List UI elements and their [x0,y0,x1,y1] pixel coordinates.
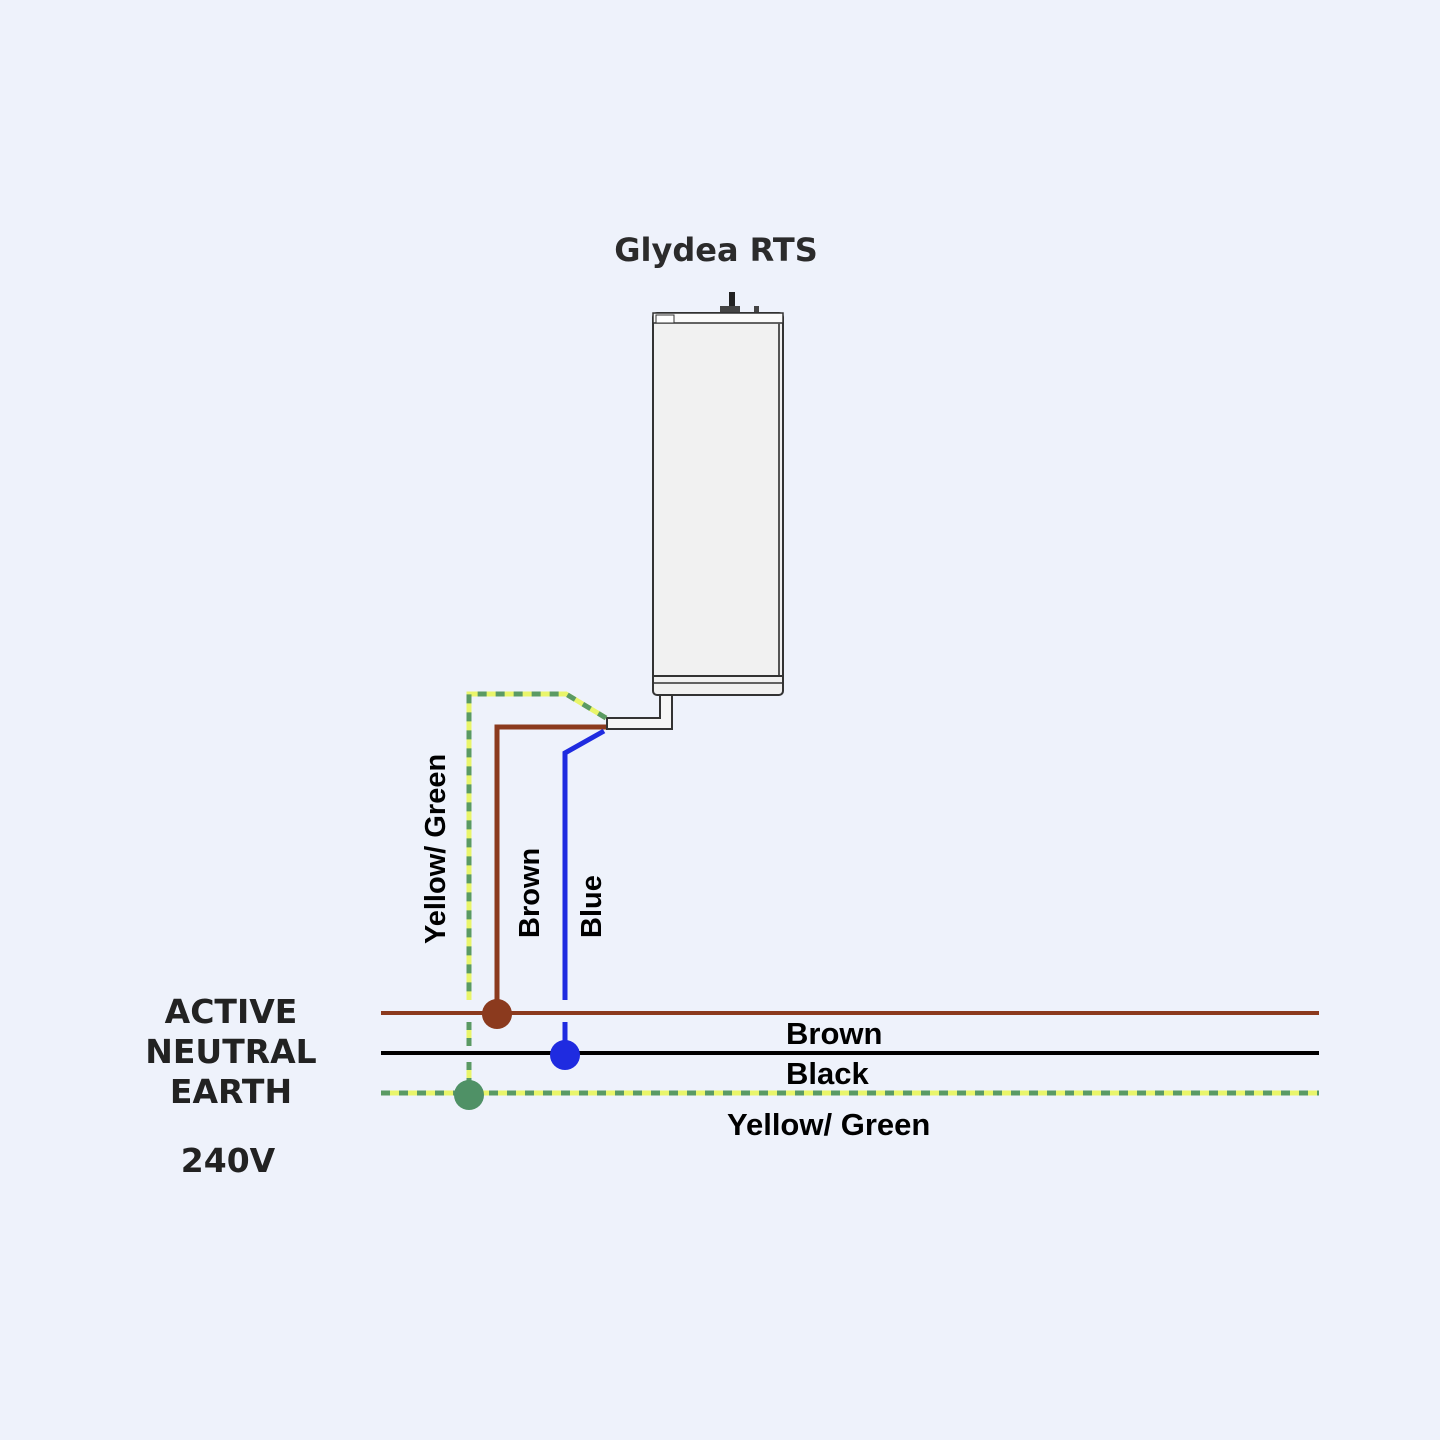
active-junction [482,999,512,1029]
supply-voltage-label: 240V [181,1141,276,1180]
neutral-junction [550,1040,580,1070]
motor-earth-label: Yellow/ Green [420,754,452,944]
supply-neutral-label: NEUTRAL [145,1032,316,1071]
motor-body [652,312,784,696]
motor-active-label: Brown [514,848,546,938]
mains-lines [381,1011,1319,1096]
mains-neutral-label: Black [786,1056,869,1091]
motor-cable-gland [606,694,673,730]
motor-neutral-wire [562,728,606,1000]
earth-junction [454,1080,484,1110]
motor-unit [606,292,784,730]
motor-active-wire [494,724,606,1012]
motor-title: Glydea RTS [614,231,818,269]
motor-neutral-label: Blue [576,875,608,938]
motor-top-knob [729,292,735,312]
supply-earth-label: EARTH [170,1072,292,1111]
mains-earth-label: Yellow/ Green [727,1107,930,1142]
mains-active-label: Brown [786,1016,882,1051]
supply-active-label: ACTIVE [165,992,298,1031]
